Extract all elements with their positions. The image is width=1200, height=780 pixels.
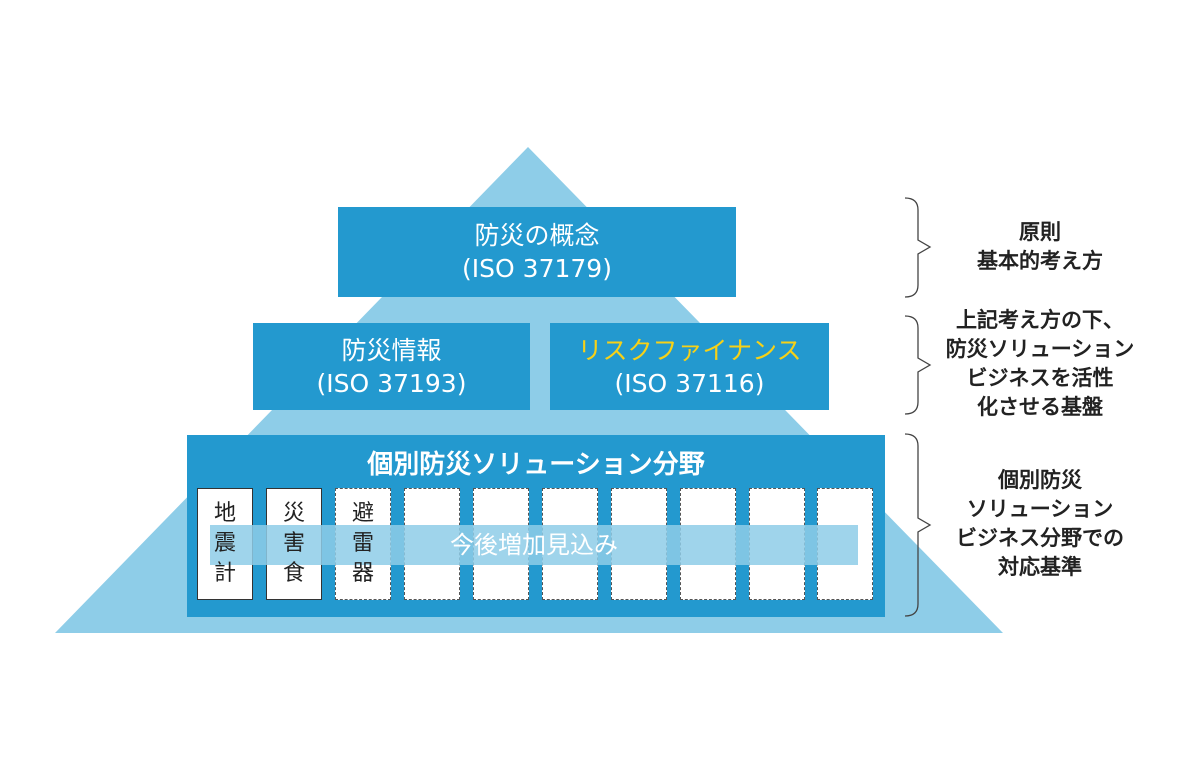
expected-increase-band: 今後増加見込み: [210, 525, 858, 565]
note-foundation: 上記考え方の下、 防災ソリューション ビジネスを活性 化させる基盤: [945, 308, 1135, 419]
brace-bottom: [904, 433, 932, 617]
braces: [904, 197, 932, 617]
top-box-concept: 防災の概念 (ISO 37179): [338, 207, 736, 297]
cell-label: 避 雷 器: [351, 501, 374, 586]
middle-box-finance: リスクファイナンス (ISO 37116): [550, 323, 829, 410]
middle-box-finance-title: リスクファイナンス: [577, 335, 802, 365]
cell-seismometer: 地 震 計: [197, 488, 253, 600]
brace-middle: [904, 315, 932, 415]
middle-box-info-code: (ISO 37193): [316, 368, 467, 398]
bottom-box-title: 個別防災ソリューション分野: [367, 450, 705, 480]
note-standards: 個別防災 ソリューション ビジネス分野での 対応基準: [956, 468, 1124, 579]
middle-box-info: 防災情報 (ISO 37193): [253, 323, 530, 410]
cell-lightning-rod: 避 雷 器: [335, 488, 391, 600]
middle-box-finance-code: (ISO 37116): [614, 368, 765, 398]
top-box-code: (ISO 37179): [462, 254, 612, 283]
brace-top: [904, 197, 932, 298]
top-box-title: 防災の概念: [474, 221, 600, 250]
middle-box-info-title: 防災情報: [341, 335, 442, 365]
cell-emergency-food: 災 害 食: [266, 488, 322, 600]
cell-label: 災 害 食: [282, 501, 305, 586]
cell-label: 地 震 計: [213, 501, 236, 586]
note-principle: 原則 基本的考え方: [977, 220, 1103, 273]
